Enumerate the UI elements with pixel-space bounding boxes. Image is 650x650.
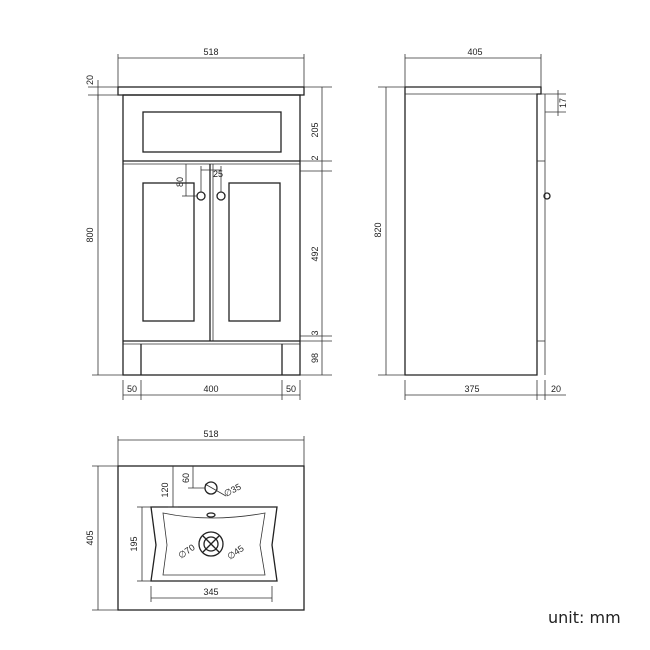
dim-handle-drop: 80	[175, 177, 185, 187]
dim-plinth-left: 50	[127, 384, 137, 394]
dim-side-height: 820	[373, 222, 383, 237]
top-countertop	[117, 465, 305, 611]
dim-plinth-right: 50	[286, 384, 296, 394]
tap-hole	[204, 481, 218, 495]
side-view: 405 820 17 375 20	[373, 47, 568, 400]
dim-front-height: 800	[85, 227, 95, 242]
front-left-door-panel	[142, 182, 195, 322]
dim-top-width: 518	[203, 429, 218, 439]
top-basin-inner	[162, 512, 266, 576]
dim-drawer-gap: 2	[310, 155, 320, 160]
dim-door-height: 492	[310, 246, 320, 261]
left-door-handle	[196, 191, 206, 201]
dim-plinth-width: 400	[203, 384, 218, 394]
waste-inner-circle	[203, 536, 219, 552]
dim-bowl-depth: 195	[129, 536, 139, 551]
dim-front-width: 518	[203, 47, 218, 57]
dim-top-thickness: 20	[85, 75, 95, 85]
top-basin-outline	[150, 506, 278, 582]
dim-tap-from-edge: 60	[181, 473, 191, 483]
side-cabinet-outline	[404, 86, 542, 376]
front-drawer-panel	[142, 111, 282, 153]
dim-side-depth: 405	[467, 47, 482, 57]
dim-bowl-width: 345	[203, 587, 218, 597]
waste-outer-circle	[198, 531, 224, 557]
dim-waste-inner: ∅45	[225, 543, 245, 561]
dim-drawer-height: 205	[310, 122, 320, 137]
top-view: 518 405 120 60 ∅35 195 345 ∅70 ∅45	[85, 429, 305, 611]
dim-handle-spacing: 25	[213, 169, 223, 179]
dim-side-back-offset: 20	[551, 384, 561, 394]
front-countertop	[117, 86, 305, 96]
dim-top-depth: 405	[85, 530, 95, 545]
dim-waste-outer: ∅70	[176, 542, 196, 560]
dim-tap-offset: 120	[160, 482, 170, 497]
unit-label: unit: mm	[548, 608, 621, 627]
right-door-handle	[216, 191, 226, 201]
front-cabinet-body	[122, 94, 301, 376]
dim-side-overhang: 17	[558, 98, 568, 108]
side-handle	[543, 192, 551, 200]
overflow-hole	[206, 512, 216, 518]
front-view: 518 20 800 205 2 492 3 98 25 80	[85, 47, 332, 400]
dim-tap-hole: ∅35	[222, 482, 242, 499]
dim-plinth-height: 98	[310, 353, 320, 363]
dim-side-base: 375	[464, 384, 479, 394]
front-right-door-panel	[228, 182, 281, 322]
dim-door-gap: 3	[310, 330, 320, 335]
